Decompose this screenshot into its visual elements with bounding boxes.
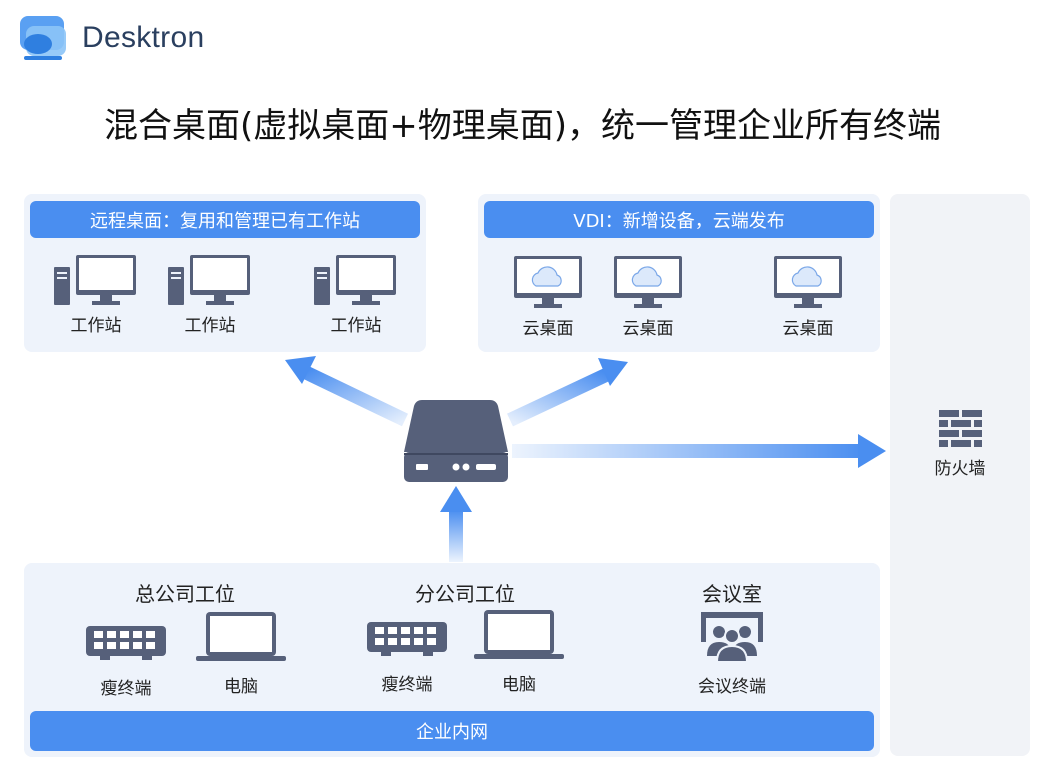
cloud-desktop-icon: [774, 256, 842, 308]
brand-name: Desktron: [82, 21, 205, 54]
remote-desktop-header: 远程桌面：复用和管理已有工作站: [30, 201, 420, 238]
meeting-terminal: 会议终端: [690, 612, 774, 697]
cloud-desktop-label: 云桌面: [522, 319, 574, 339]
page-title: 混合桌面(虚拟桌面+物理桌面)，统一管理企业所有终端: [103, 106, 942, 146]
computer-branch: 电脑: [474, 610, 564, 695]
firewall-label: 防火墙: [934, 459, 986, 479]
workstation-1: 工作站: [54, 255, 138, 336]
arrow-server-to-firewall: [512, 434, 886, 468]
workstation-icon: [168, 255, 250, 305]
firewall-panel: [890, 194, 1030, 756]
group-title-meeting: 会议室: [702, 582, 762, 606]
firewall-icon: [939, 410, 982, 447]
thin-client-branch: 瘦终端: [367, 622, 447, 695]
cloud-desktop-label: 云桌面: [622, 319, 674, 339]
thin-client-icon: [367, 622, 447, 656]
arrow-server-to-remote: [285, 356, 409, 427]
meeting-terminal-label: 会议终端: [698, 677, 766, 697]
intranet-bar: 企业内网: [30, 711, 874, 751]
cloud-desktop-label: 云桌面: [782, 319, 834, 339]
group-title-branch: 分公司工位: [415, 582, 515, 606]
thin-client-icon: [86, 626, 166, 660]
workstation-label: 工作站: [70, 316, 122, 336]
workstation-icon: [54, 255, 136, 305]
cloud-desktop-1: 云桌面: [514, 256, 582, 339]
thin-client-hq: 瘦终端: [86, 626, 166, 699]
laptop-icon: [196, 612, 286, 661]
brand-logo: Desktron: [18, 14, 204, 62]
cloud-desktop-icon: [614, 256, 682, 308]
cloud-desktop-icon: [514, 256, 582, 308]
workstation-2: 工作站: [168, 255, 252, 336]
workstation-label: 工作站: [184, 316, 236, 336]
cloud-desktop-3: 云桌面: [774, 256, 842, 339]
meeting-terminal-icon: [701, 612, 763, 663]
arrow-intranet-to-server: [440, 486, 472, 562]
thin-client-label: 瘦终端: [381, 675, 433, 695]
thin-client-label: 瘦终端: [100, 679, 152, 699]
computer-hq: 电脑: [196, 612, 286, 697]
vdi-header: VDI：新增设备，云端发布: [484, 201, 874, 238]
cloud-desktop-2: 云桌面: [614, 256, 682, 339]
arrow-server-to-vdi: [507, 358, 628, 427]
workstation-label: 工作站: [330, 316, 382, 336]
firewall: 防火墙: [930, 410, 990, 479]
computer-label: 电脑: [502, 675, 536, 695]
group-title-hq: 总公司工位: [135, 582, 235, 606]
workstation-3: 工作站: [314, 255, 398, 336]
laptop-icon: [474, 610, 564, 659]
desktron-logo-icon: [20, 16, 66, 60]
computer-label: 电脑: [224, 677, 258, 697]
server-icon: [404, 400, 508, 482]
workstation-icon: [314, 255, 396, 305]
